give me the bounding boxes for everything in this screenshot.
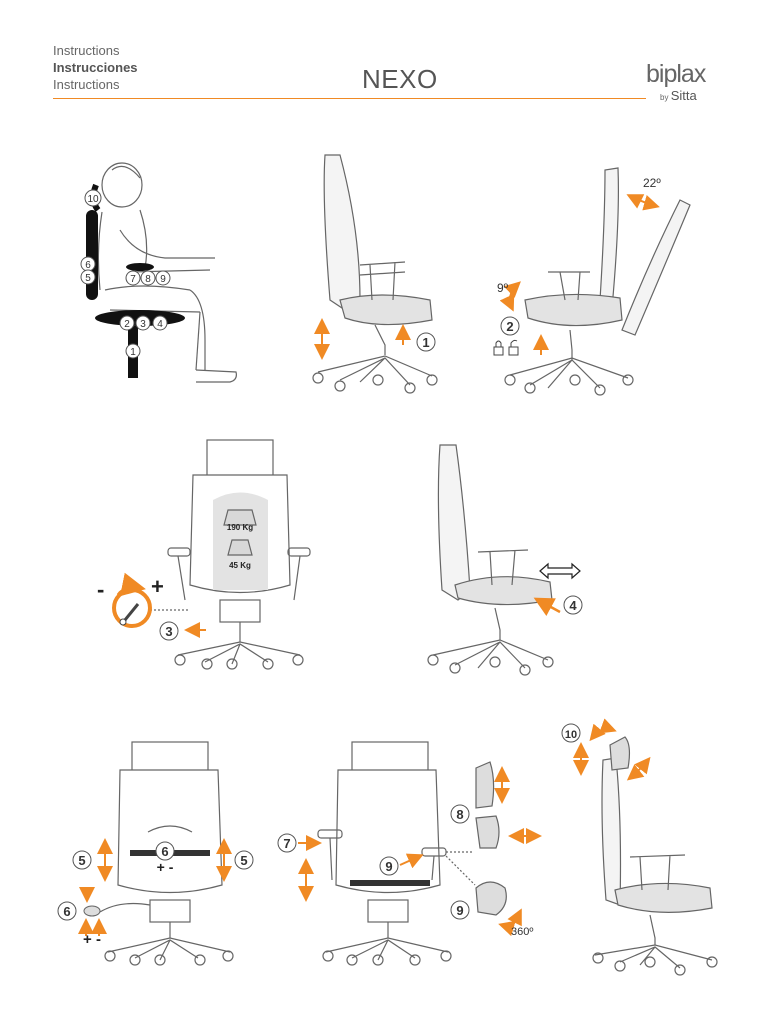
- step-1-label: 1: [422, 335, 429, 350]
- posture-num-4: 4: [157, 319, 163, 330]
- brand-by: by: [660, 93, 669, 102]
- armrest-arrows: [298, 766, 542, 937]
- posture-num-7: 7: [130, 274, 136, 285]
- step-5-left-badge: [72, 850, 92, 870]
- step-6-pump-badge: [57, 901, 77, 921]
- step-10-label: 10: [565, 729, 577, 741]
- posture-num-3: 3: [140, 319, 146, 330]
- step-6-back-badge: [155, 841, 175, 861]
- lumbar-plus-minus: + -: [157, 859, 174, 875]
- product-title: NEXO: [362, 64, 438, 94]
- chair-side-depth: [427, 444, 554, 676]
- step-9-arm-badge: [379, 856, 399, 876]
- step-7-label: 7: [283, 836, 290, 851]
- tilt-angle-label: 9º: [497, 281, 509, 295]
- step-2-label: 2: [506, 319, 513, 334]
- chair-back-armrests: [317, 741, 507, 966]
- tension-minus: -: [97, 577, 104, 602]
- posture-num-6: 6: [85, 260, 91, 271]
- step-6-back-label: 6: [161, 844, 168, 859]
- language-english: Instructions: [53, 43, 120, 58]
- step-1-badge: [416, 332, 436, 352]
- chair-side-headrest: [592, 736, 718, 976]
- step-7-badge: [277, 833, 297, 853]
- weight-low-label: 45 Kg: [229, 561, 251, 570]
- step-8-badge: [450, 804, 470, 824]
- chair-front-tension: [150, 439, 311, 670]
- step-10-badge: [561, 723, 581, 743]
- posture-num-2: 2: [124, 319, 130, 330]
- height-arrow: [314, 318, 411, 360]
- brand-sub: Sitta: [670, 88, 697, 103]
- posture-num-9: 9: [160, 274, 166, 285]
- step-2-badge: [500, 316, 520, 336]
- tension-plus: +: [151, 574, 164, 599]
- brand-name: biplax: [646, 60, 706, 88]
- step-8-label: 8: [456, 807, 463, 822]
- step-9-arm-label: 9: [385, 859, 392, 874]
- rotation-label: 360º: [511, 926, 533, 938]
- step-4-label: 4: [569, 598, 577, 613]
- posture-num-10: 10: [87, 194, 99, 205]
- headrest-angle-label: 22º: [643, 176, 661, 190]
- lock-icon: [493, 339, 519, 356]
- language-list: Instructions Instrucciones Instructions: [53, 42, 138, 93]
- step-5-right-badge: [234, 850, 254, 870]
- depth-double-arrow-icon: [539, 562, 581, 580]
- step-5-right-label: 5: [240, 853, 247, 868]
- headrest-arrows: [573, 718, 651, 781]
- step-9-label: 9: [456, 903, 463, 918]
- chair-back-lumbar: [99, 741, 234, 966]
- lumbar-arrows: [78, 838, 232, 936]
- posture-num-8: 8: [145, 274, 151, 285]
- step-6-pump-label: 6: [63, 904, 70, 919]
- weight-high-label: 190 Kg: [227, 523, 253, 532]
- chair-side-height: [312, 154, 438, 394]
- lumbar-pump-icon: [83, 905, 101, 917]
- pump-plus-minus: + -: [83, 931, 101, 948]
- tilt-arrows: [499, 194, 660, 355]
- step-5-left-label: 5: [78, 853, 85, 868]
- posture-num-5: 5: [85, 273, 91, 284]
- step-3-label: 3: [165, 624, 172, 639]
- step-3-badge: [159, 621, 179, 641]
- header-divider: [53, 98, 646, 99]
- language-spanish: Instrucciones: [53, 60, 138, 75]
- step-4-badge: [563, 595, 583, 615]
- brand-logo: biplax by Sitta: [646, 60, 706, 103]
- step-9-badge: [450, 900, 470, 920]
- tension-knob-icon: [112, 572, 152, 628]
- chair-side-tilt: [504, 167, 691, 396]
- posture-numbers: [80, 189, 171, 359]
- brand-byline: by Sitta: [660, 88, 697, 103]
- language-french: Instructions: [53, 77, 120, 92]
- step-4-arrow: [533, 597, 561, 616]
- posture-num-1: 1: [130, 347, 136, 358]
